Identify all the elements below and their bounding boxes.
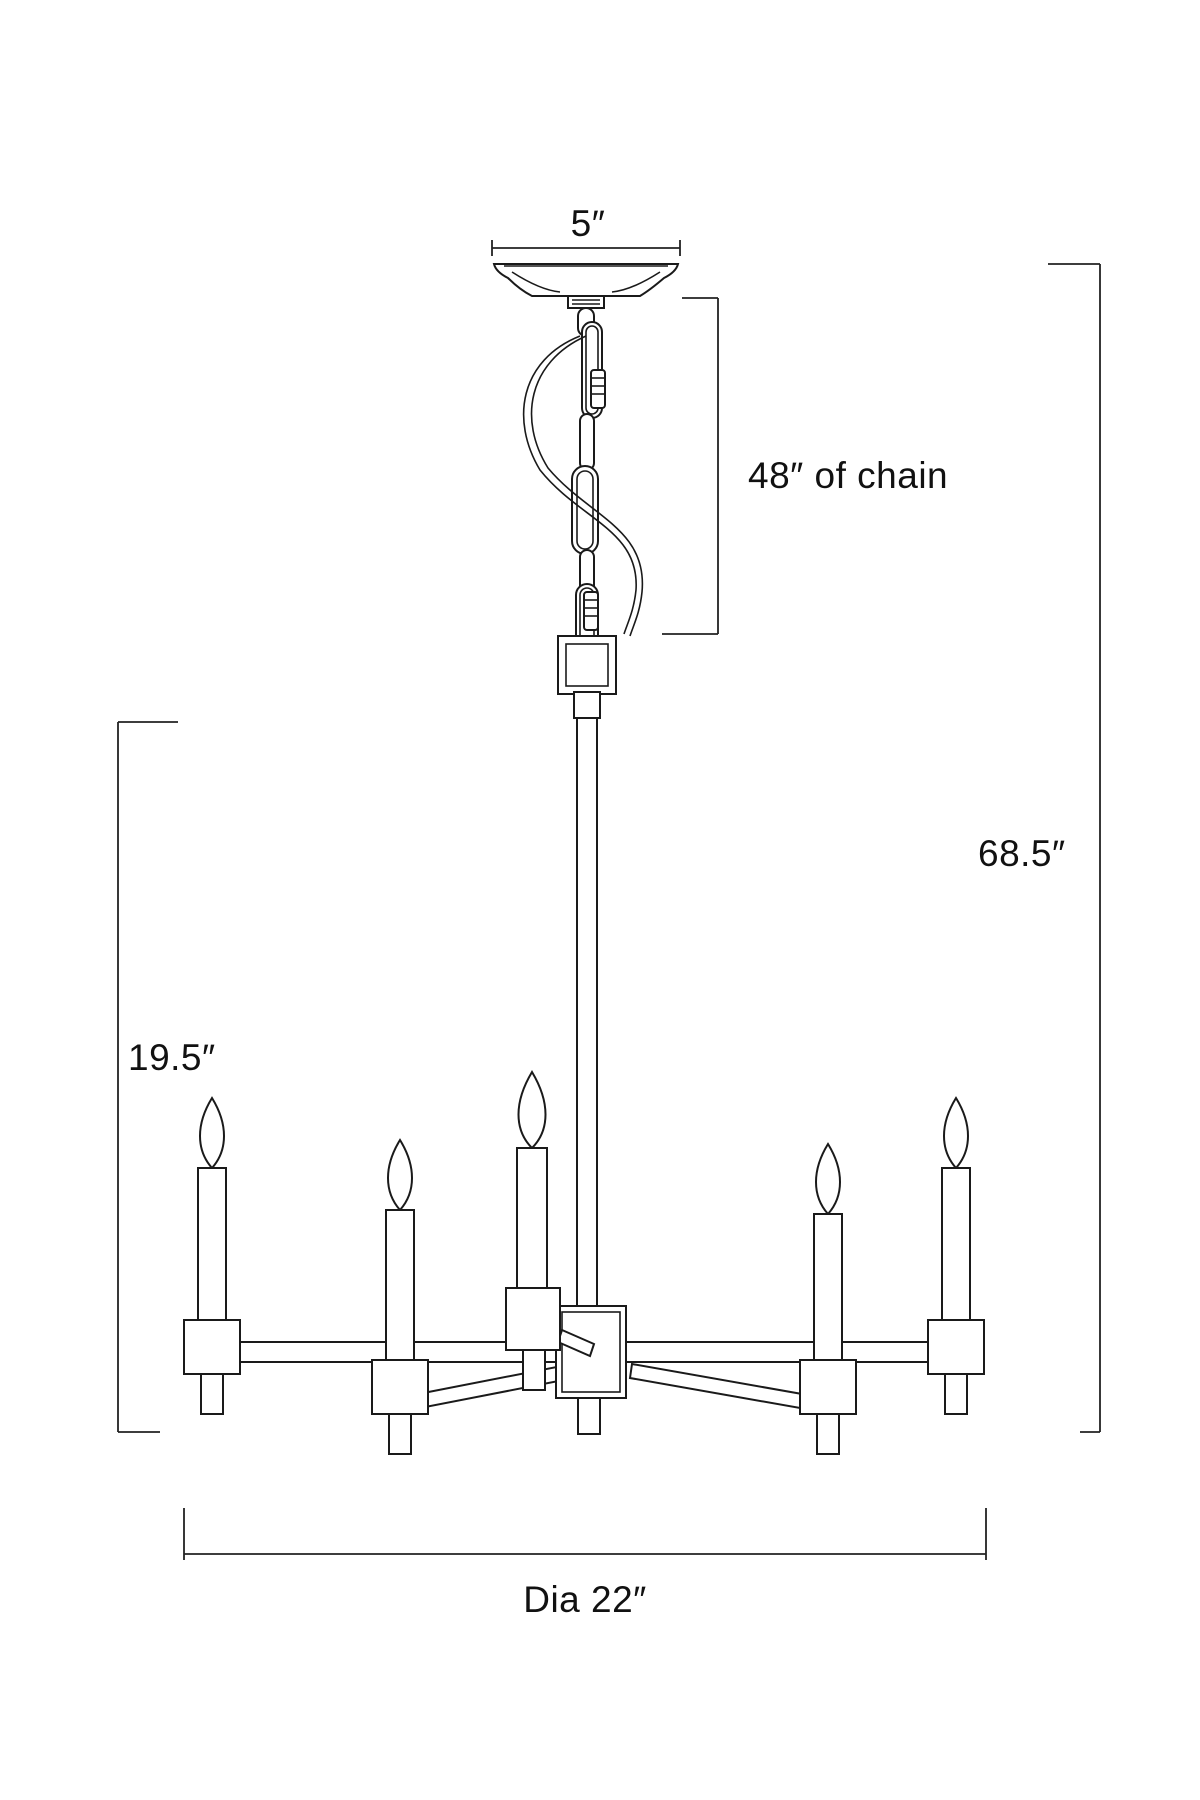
overall-height-dimension-line (1048, 263, 1101, 1433)
stem-bracket (557, 635, 617, 719)
chain-length-dimension-line (662, 297, 719, 635)
candle-4 (799, 1142, 857, 1455)
chain-length-label: 48″ of chain (748, 455, 948, 496)
body-height-dimension-line (117, 721, 178, 1433)
canopy-width-label: 5″ (571, 203, 606, 244)
power-cord (522, 335, 644, 637)
chain (571, 307, 606, 665)
candle-3 (505, 1070, 561, 1391)
ceiling-canopy (492, 263, 680, 309)
overall-height-label: 68.5″ (978, 833, 1066, 874)
canopy-width-dimension-line (491, 240, 681, 256)
candle-1 (183, 1096, 241, 1415)
diameter-label: Dia 22″ (523, 1579, 647, 1620)
diameter-dimension-line (183, 1508, 987, 1560)
candle-2 (371, 1138, 429, 1455)
down-rod (576, 717, 598, 1331)
candle-5 (927, 1096, 985, 1415)
body-height-label: 19.5″ (128, 1037, 216, 1078)
